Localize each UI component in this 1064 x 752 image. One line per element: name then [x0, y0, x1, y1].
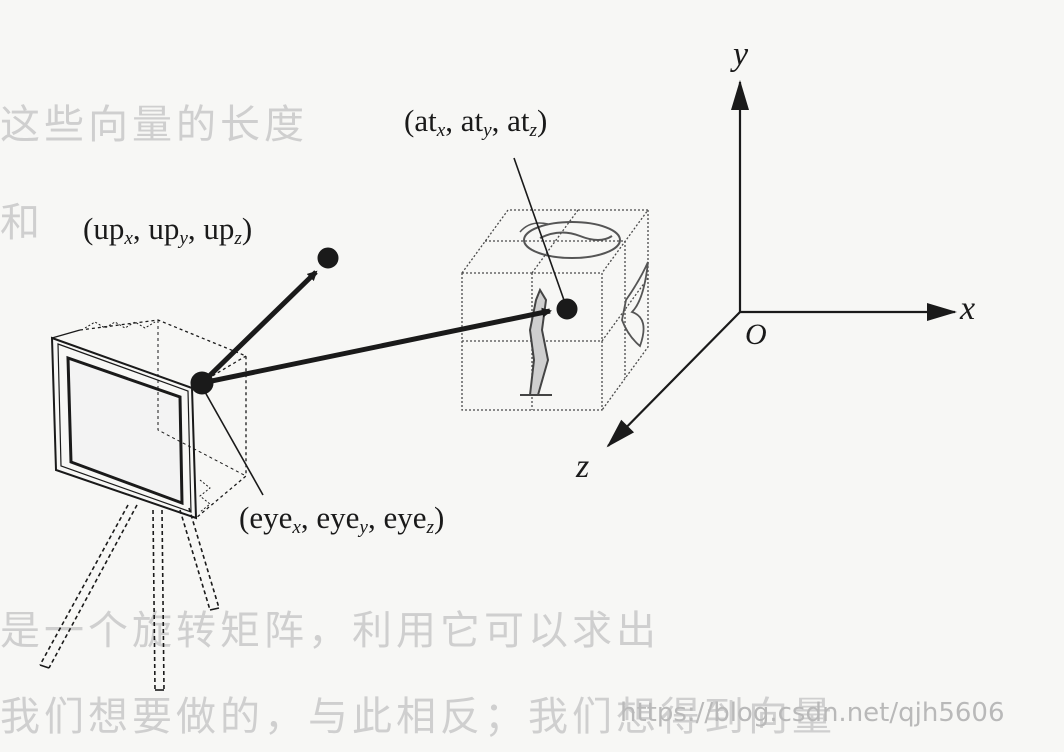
- x-axis-label: x: [960, 290, 976, 327]
- at-leader: [513, 157, 566, 304]
- eye-point: [190, 371, 214, 395]
- up-point: [317, 247, 339, 269]
- look-vector: [201, 307, 552, 386]
- up-vector: [200, 270, 318, 385]
- cube: [461, 209, 650, 411]
- watermark: https://blog.csdn.net/qjh5606: [620, 698, 1005, 728]
- eye-leader: [204, 391, 264, 496]
- ghost-text-2: 和: [0, 200, 44, 246]
- ghost-text-1: 这些向量的长度: [0, 102, 308, 148]
- axes: [606, 80, 957, 448]
- origin-label: O: [745, 318, 767, 351]
- at-label: (atx, aty, atz): [404, 103, 548, 141]
- ghost-text-4: 我们想要做的，与此相反；我们想得到向量: [0, 694, 836, 740]
- ghost-text-3: 是一个旋转矩阵，利用它可以求出: [0, 608, 660, 654]
- eye-label: (eyex, eyey, eyez): [239, 500, 445, 538]
- z-axis: [606, 311, 741, 448]
- tripod: [39, 504, 220, 691]
- camera: [50, 319, 247, 520]
- up-label: (upx, upy, upz): [83, 211, 253, 249]
- vectors: [190, 157, 578, 496]
- y-axis-label: y: [733, 36, 749, 73]
- z-axis-label: z: [576, 448, 590, 485]
- at-point: [556, 298, 578, 320]
